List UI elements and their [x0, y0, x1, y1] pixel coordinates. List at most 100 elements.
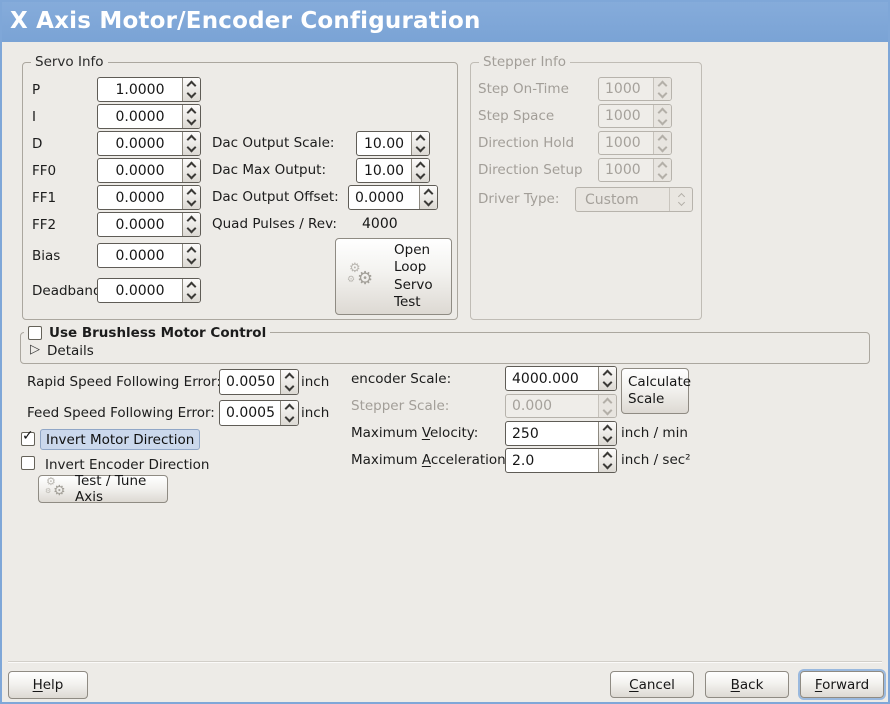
spin-down-icon[interactable]	[183, 223, 200, 237]
encoder-scale-spinbox[interactable]: 4000.000	[505, 366, 617, 391]
spin-down-icon[interactable]	[281, 412, 298, 425]
feed-following-error-spinbox[interactable]: 0.0005	[219, 400, 299, 426]
calculate-scale-label: Calculate Scale	[628, 373, 692, 408]
dac-output-scale-label: Dac Output Scale:	[212, 135, 335, 151]
servo-ff1-value[interactable]: 0.0000	[115, 189, 165, 206]
servo-bias-value[interactable]: 0.0000	[115, 247, 165, 264]
encoder-scale-spin-buttons[interactable]	[598, 367, 616, 390]
spin-down-icon[interactable]	[183, 142, 200, 156]
rapid-following-error-value[interactable]: 0.0050	[226, 374, 275, 390]
servo-ff1-spinbox[interactable]: 0.0000	[97, 185, 201, 210]
encoder-scale-value[interactable]: 4000.000	[512, 370, 579, 387]
servo-p-value[interactable]: 1.0000	[115, 81, 165, 98]
servo-ff2-value[interactable]: 0.0000	[115, 216, 165, 233]
maximum-velocity-unit: inch / min	[621, 425, 688, 441]
servo-deadband-spinbox[interactable]: 0.0000	[97, 278, 201, 303]
details-expander-label[interactable]: Details	[47, 343, 94, 359]
open-loop-servo-test-button[interactable]: ⚙⚙⚙ Open Loop Servo Test	[335, 238, 452, 315]
servo-bias-spinbox[interactable]: 0.0000	[97, 243, 201, 268]
test-tune-axis-button[interactable]: ⚙⚙⚙ Test / Tune Axis	[38, 473, 168, 505]
servo-i-spinbox[interactable]: 0.0000	[97, 104, 201, 129]
dropdown-arrows-icon	[669, 188, 692, 211]
driver-type-dropdown: Custom	[575, 187, 693, 212]
feed-following-error-value[interactable]: 0.0005	[226, 405, 275, 421]
dac-max-output-spin-buttons[interactable]	[411, 159, 429, 182]
maximum-velocity-spin-buttons[interactable]	[598, 422, 616, 445]
spin-down-icon[interactable]	[183, 254, 200, 268]
spin-up-icon[interactable]	[281, 370, 298, 383]
spin-down-icon	[654, 88, 671, 100]
servo-ff1-spin-buttons[interactable]	[182, 186, 200, 209]
maximum-velocity-value[interactable]: 250	[512, 425, 539, 442]
help-button[interactable]: Help	[8, 671, 88, 699]
spin-up-icon[interactable]	[281, 401, 298, 414]
spin-down-icon[interactable]	[599, 377, 616, 391]
servo-ff0-spinbox[interactable]: 0.0000	[97, 158, 201, 183]
stepper-scale-spin-buttons	[598, 395, 616, 417]
maximum-acceleration-spin-buttons[interactable]	[598, 449, 616, 472]
invert-encoder-checkbox[interactable]	[21, 456, 35, 470]
dac-max-output-value[interactable]: 10.00	[363, 162, 405, 179]
rapid-following-error-spinbox[interactable]: 0.0050	[219, 369, 299, 395]
rapid-following-error-spin-buttons[interactable]	[280, 370, 298, 394]
dac-output-scale-value[interactable]: 10.00	[363, 135, 405, 152]
back-button[interactable]: Back	[705, 671, 789, 698]
feed-following-error-label: Feed Speed Following Error:	[27, 405, 215, 421]
forward-button[interactable]: Forward	[800, 671, 884, 698]
servo-deadband-value[interactable]: 0.0000	[115, 282, 165, 299]
invert-motor-label[interactable]: Invert Motor Direction	[40, 429, 201, 450]
dac-output-offset-value[interactable]: 0.0000	[355, 189, 404, 206]
spin-down-icon[interactable]	[412, 169, 429, 183]
servo-ff0-spin-buttons[interactable]	[182, 159, 200, 182]
expander-triangle-icon[interactable]: ▷	[30, 342, 40, 357]
spin-down-icon	[599, 405, 616, 417]
servo-param-label-deadband: Deadband	[32, 283, 102, 299]
stepper-scale-label: Stepper Scale:	[351, 398, 450, 414]
cancel-button[interactable]: Cancel	[610, 671, 694, 698]
direction-setup-value: 1000	[605, 162, 641, 178]
spin-up-icon	[654, 105, 671, 117]
servo-p-spinbox[interactable]: 1.0000	[97, 77, 201, 102]
dac-output-scale-spinbox[interactable]: 10.00	[356, 131, 430, 156]
spin-down-icon[interactable]	[420, 196, 437, 210]
step-space-spinbox: 1000	[598, 104, 672, 128]
spin-down-icon[interactable]	[183, 88, 200, 102]
servo-d-value[interactable]: 0.0000	[115, 135, 165, 152]
calculate-scale-button[interactable]: Calculate Scale	[621, 368, 692, 414]
spin-down-icon[interactable]	[183, 115, 200, 129]
spin-down-icon[interactable]	[183, 196, 200, 210]
feed-following-error-spin-buttons[interactable]	[280, 401, 298, 425]
servo-d-spin-buttons[interactable]	[182, 132, 200, 155]
maximum-acceleration-spinbox[interactable]: 2.0	[505, 448, 617, 473]
spin-down-icon[interactable]	[599, 459, 616, 473]
spin-down-icon[interactable]	[599, 432, 616, 446]
maximum-acceleration-unit: inch / sec²	[621, 452, 691, 468]
invert-encoder-label[interactable]: Invert Encoder Direction	[45, 457, 210, 473]
servo-ff2-spinbox[interactable]: 0.0000	[97, 212, 201, 237]
servo-ff2-spin-buttons[interactable]	[182, 213, 200, 236]
dac-output-offset-spin-buttons[interactable]	[419, 186, 437, 209]
stepper-scale-spinbox: 0.000	[505, 394, 617, 418]
spin-down-icon[interactable]	[183, 169, 200, 183]
servo-deadband-spin-buttons[interactable]	[182, 279, 200, 302]
servo-i-spin-buttons[interactable]	[182, 105, 200, 128]
spin-down-icon[interactable]	[281, 381, 298, 394]
servo-ff0-value[interactable]: 0.0000	[115, 162, 165, 179]
servo-bias-spin-buttons[interactable]	[182, 244, 200, 267]
spin-up-icon	[654, 78, 671, 90]
maximum-velocity-spinbox[interactable]: 250	[505, 421, 617, 446]
servo-p-spin-buttons[interactable]	[182, 78, 200, 101]
spin-up-icon	[654, 159, 671, 171]
dac-output-offset-spinbox[interactable]: 0.0000	[348, 185, 438, 210]
maximum-acceleration-value[interactable]: 2.0	[512, 452, 535, 469]
invert-motor-checkbox[interactable]: ✓	[21, 428, 35, 446]
servo-d-spinbox[interactable]: 0.0000	[97, 131, 201, 156]
use-brushless-checkbox[interactable]	[28, 325, 42, 340]
dac-max-output-spinbox[interactable]: 10.00	[356, 158, 430, 183]
spin-down-icon[interactable]	[183, 289, 200, 303]
dac-output-scale-spin-buttons[interactable]	[411, 132, 429, 155]
servo-i-value[interactable]: 0.0000	[115, 108, 165, 125]
rapid-following-error-unit: inch	[301, 374, 330, 390]
spin-down-icon[interactable]	[412, 142, 429, 156]
